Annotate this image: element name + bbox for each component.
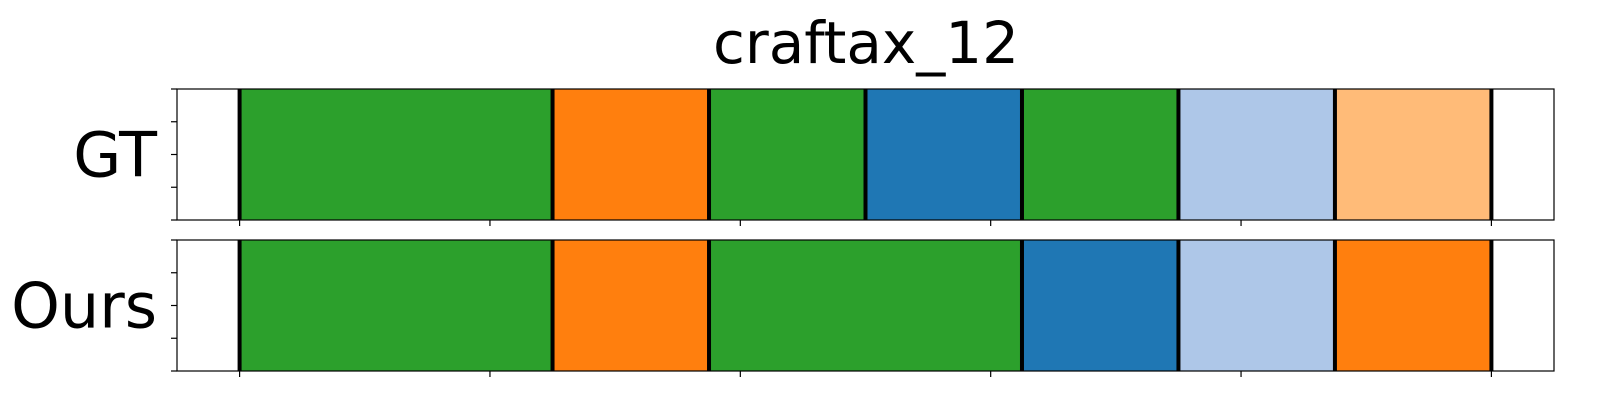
segment-7 bbox=[1334, 89, 1492, 220]
row-label-ours: Ours bbox=[11, 270, 157, 343]
segment-5 bbox=[1021, 89, 1179, 220]
segment-6 bbox=[1334, 240, 1492, 371]
row-panel-gt: GT bbox=[73, 88, 1555, 226]
row-panel-ours: Ours bbox=[11, 239, 1555, 377]
segment-3 bbox=[709, 240, 1022, 371]
segment-2 bbox=[552, 240, 710, 371]
segment-3 bbox=[709, 89, 866, 220]
chart-title: craftax_12 bbox=[713, 9, 1019, 77]
row-label-gt: GT bbox=[73, 119, 158, 192]
segment-4 bbox=[865, 89, 1022, 220]
segment-1 bbox=[239, 89, 553, 220]
segment-6 bbox=[1178, 89, 1335, 220]
segment-4 bbox=[1021, 240, 1179, 371]
segment-2 bbox=[552, 89, 710, 220]
segment-1 bbox=[239, 240, 553, 371]
segment-5 bbox=[1178, 240, 1335, 371]
